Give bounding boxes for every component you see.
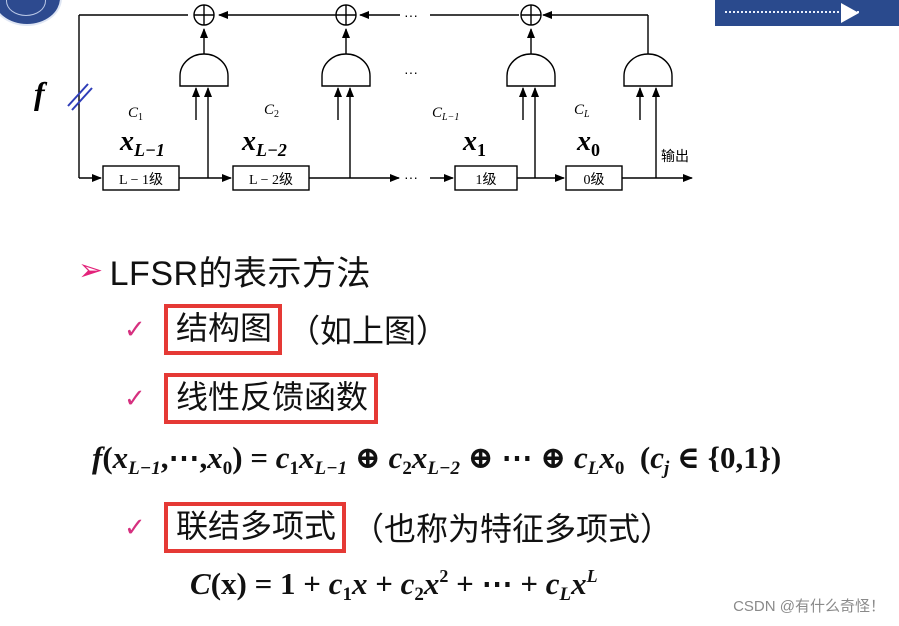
list-item-feedback-function: ✓ 线性反馈函数 bbox=[124, 373, 384, 424]
register-box bbox=[454, 165, 518, 191]
register-var-label: xL−1 bbox=[119, 126, 165, 160]
watermark: CSDN @有什么奇怪！ bbox=[733, 598, 885, 615]
input-label: f bbox=[34, 75, 48, 111]
bus-slash-mark bbox=[71, 87, 93, 111]
register-box bbox=[102, 165, 180, 191]
and-gate bbox=[623, 53, 673, 87]
register-box-label: 0级 bbox=[584, 172, 605, 188]
list-item-structure: ✓ 结构图 （如上图） bbox=[124, 304, 448, 355]
ellipsis: ··· bbox=[404, 64, 418, 80]
register-box-label: L − 2级 bbox=[249, 172, 293, 188]
list-item-connection-polynomial: ✓ 联结多项式 （也称为特征多项式） bbox=[124, 502, 672, 553]
coef-label: C1 bbox=[128, 105, 143, 123]
output-label: 输出 bbox=[661, 148, 689, 164]
check-icon: ✓ bbox=[124, 511, 146, 542]
highlighted-term: 结构图 bbox=[164, 304, 283, 355]
feedback-function-formula: f(xL−1,⋯,x0) = c1xL−1 ⊕ c2xL−2 ⊕ ⋯ ⊕ cLx… bbox=[92, 440, 782, 479]
item-note: （也称为特征多项式） bbox=[352, 511, 673, 548]
dotted-line bbox=[725, 11, 859, 13]
register-box-label: 1级 bbox=[476, 172, 497, 188]
section-heading: ➢ LFSR的表示方法 bbox=[78, 246, 371, 295]
header-decoration-bar bbox=[715, 0, 899, 26]
highlighted-term: 线性反馈函数 bbox=[164, 373, 379, 424]
lfsr-structure-diagram: f C1 C2 CL−1 CL xL−1 xL−2 x1 x0 L − 1级 L… bbox=[34, 4, 693, 191]
and-gate bbox=[321, 53, 371, 87]
register-var-label: x0 bbox=[576, 126, 600, 160]
coef-label: C2 bbox=[264, 102, 279, 120]
register-box bbox=[232, 165, 310, 191]
arrow-right-icon bbox=[841, 3, 859, 23]
check-icon: ✓ bbox=[124, 313, 146, 344]
register-box-label: L − 1级 bbox=[119, 172, 163, 188]
register-var-label: xL−2 bbox=[241, 126, 287, 160]
bus-slash-mark bbox=[67, 83, 89, 107]
ellipsis: ··· bbox=[404, 169, 418, 185]
ellipsis: ··· bbox=[404, 7, 418, 23]
bullet-arrow-icon: ➢ bbox=[78, 254, 104, 287]
item-note: （如上图） bbox=[288, 313, 449, 350]
connection-polynomial-formula: C(x) = 1 + c1x + c2x2 + ⋯ + cLxL bbox=[190, 566, 598, 605]
check-icon: ✓ bbox=[124, 382, 146, 413]
register-var-label: x1 bbox=[462, 126, 486, 160]
highlighted-term: 联结多项式 bbox=[164, 502, 347, 553]
heading-text: LFSR的表示方法 bbox=[109, 255, 372, 293]
coef-label: CL bbox=[574, 102, 590, 120]
coef-label: CL−1 bbox=[432, 105, 459, 123]
and-gate bbox=[506, 53, 556, 87]
and-gate bbox=[179, 53, 229, 87]
